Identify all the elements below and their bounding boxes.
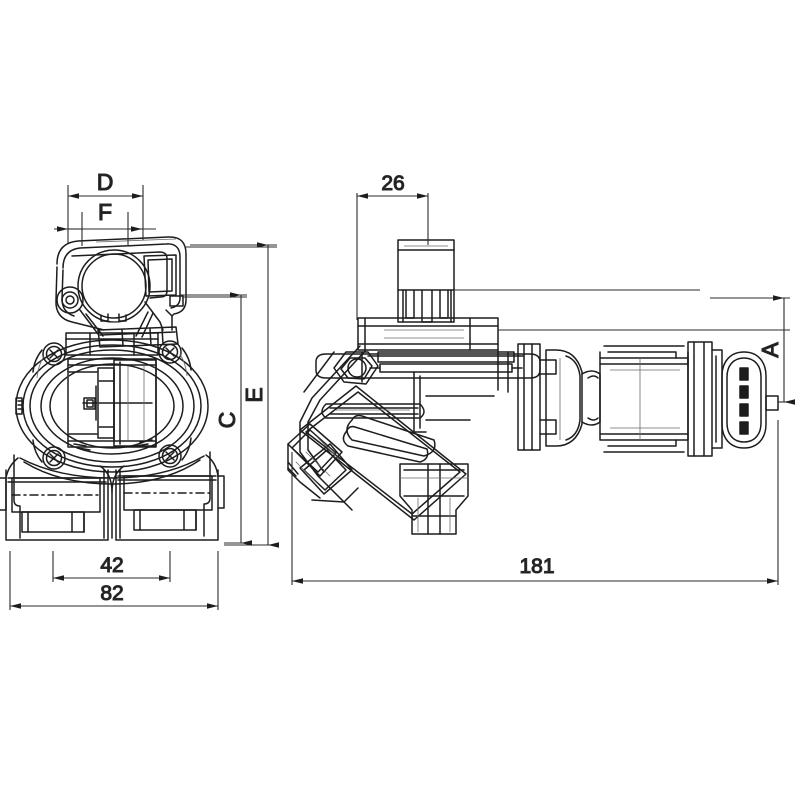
flange-oval-3 bbox=[29, 349, 195, 463]
dim-label-A: A bbox=[757, 342, 783, 358]
screw-bottom-right bbox=[158, 444, 182, 468]
front-view-geometry bbox=[0, 236, 225, 541]
dim-label-82: 82 bbox=[100, 582, 123, 605]
pivot-boss-inner bbox=[65, 295, 75, 305]
dim-C: C bbox=[180, 292, 252, 546]
dim-F: F bbox=[54, 198, 156, 246]
dim-82: 82 bbox=[9, 551, 219, 610]
dim-A: A bbox=[710, 295, 795, 405]
screw-bottom-left bbox=[42, 446, 66, 470]
pivot-boss-mid bbox=[61, 291, 79, 309]
diagonal-lever bbox=[299, 385, 467, 521]
flange-bore-oval bbox=[49, 363, 175, 449]
pivot-boss-outer bbox=[56, 286, 84, 314]
dim-42: 42 bbox=[52, 551, 171, 582]
front-top-bracket bbox=[55, 236, 187, 348]
side-clamp-band bbox=[315, 349, 541, 393]
connector-face-outer bbox=[721, 351, 767, 449]
flange-screws bbox=[42, 340, 182, 470]
tower-body bbox=[397, 239, 455, 291]
flange-oval-2 bbox=[22, 344, 202, 468]
reference-leader-lines bbox=[182, 246, 790, 331]
connector-face-inner bbox=[726, 357, 762, 443]
front-view-thin-details bbox=[36, 238, 188, 440]
side-bottom-nozzle bbox=[399, 463, 469, 535]
dim-label-D: D bbox=[97, 169, 114, 195]
dim-label-42: 42 bbox=[100, 554, 123, 577]
side-view-thin-details bbox=[336, 245, 680, 440]
dim-label-26: 26 bbox=[381, 172, 404, 195]
pin-slot-3 bbox=[739, 403, 749, 417]
front-oval-flange bbox=[15, 339, 209, 473]
flange-oval-4 bbox=[40, 357, 184, 455]
side-left-nozzles bbox=[287, 423, 359, 503]
dim-26: 26 bbox=[356, 171, 429, 320]
dim-181: 181 bbox=[291, 420, 779, 585]
front-hose-barbs bbox=[0, 451, 225, 541]
dimension-annotations: D F E C 42 bbox=[9, 168, 795, 610]
screw-top-left bbox=[42, 342, 66, 366]
mount-plate bbox=[357, 317, 499, 351]
front-top-plate bbox=[65, 332, 159, 356]
dim-D: D bbox=[67, 168, 144, 243]
dim-label-C: C bbox=[214, 412, 240, 429]
pin-slot-4 bbox=[739, 421, 749, 435]
screw-top-right bbox=[158, 340, 182, 364]
side-connector-tower bbox=[397, 239, 455, 323]
mech-hub bbox=[83, 397, 96, 410]
dim-label-E: E bbox=[241, 387, 267, 402]
dim-label-F: F bbox=[98, 199, 112, 225]
flange-outer-oval bbox=[15, 339, 209, 473]
dim-label-181: 181 bbox=[519, 555, 554, 578]
side-view-geometry bbox=[287, 239, 779, 535]
pin-slot-2 bbox=[739, 385, 749, 399]
pin-slot-1 bbox=[739, 367, 749, 381]
side-mount-plate bbox=[357, 317, 499, 351]
